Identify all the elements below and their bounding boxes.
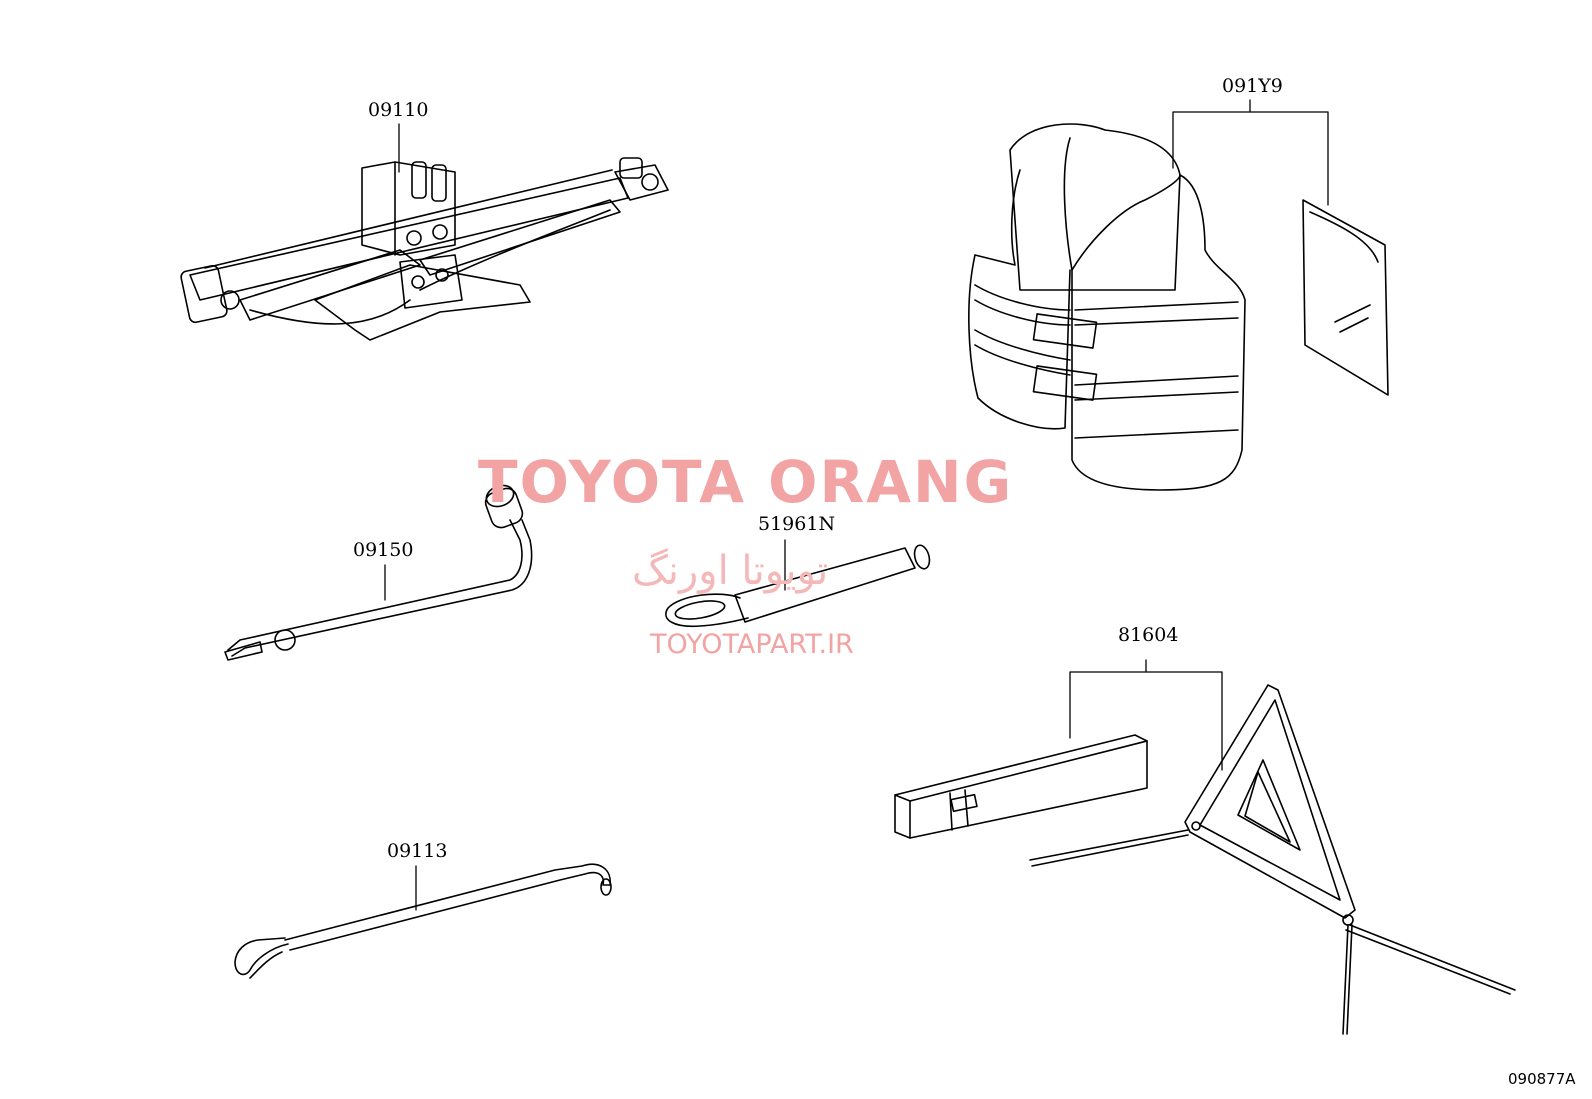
part-number-09110: 09110	[368, 99, 428, 121]
part-number-091Y9: 091Y9	[1222, 75, 1283, 97]
figure-id: 090877A	[1508, 1070, 1576, 1088]
part-09113[interactable]: 09113	[234, 840, 612, 979]
watermark-brand: TOYOTA ORANG	[478, 448, 1014, 516]
part-number-51961N: 51961N	[758, 513, 835, 535]
part-51961N[interactable]: 51961N	[665, 513, 932, 628]
watermark-brand-persian: تویوتا اورنگ	[632, 548, 829, 594]
part-number-81604: 81604	[1118, 624, 1178, 646]
jack-handle-icon	[234, 863, 612, 979]
warning-triangle-icon	[1029, 684, 1516, 1035]
part-81604[interactable]: 81604	[894, 624, 1516, 1035]
vest-bag-icon	[1302, 199, 1389, 396]
part-09110[interactable]: 09110	[180, 99, 669, 341]
safety-vest-icon	[968, 123, 1246, 491]
watermark-url: TOYOTAPART.IR	[650, 629, 854, 660]
part-number-09150: 09150	[353, 539, 413, 561]
triangle-case-icon	[894, 734, 1148, 839]
part-091Y9[interactable]: 091Y9	[968, 75, 1389, 491]
towing-eye-icon	[665, 544, 931, 628]
wheel-nut-wrench-icon	[224, 484, 533, 661]
part-number-09113: 09113	[387, 840, 447, 862]
scissor-jack-icon	[180, 157, 669, 341]
part-09150[interactable]: 09150	[224, 482, 533, 661]
